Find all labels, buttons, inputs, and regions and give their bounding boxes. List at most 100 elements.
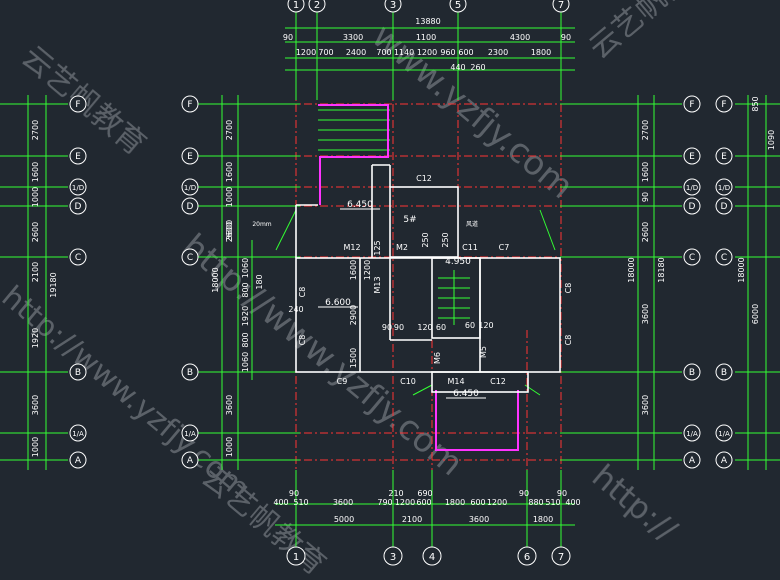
dim-text: 3600 xyxy=(641,304,650,324)
dim-text: 3300 xyxy=(343,33,363,42)
dim-text: 880 xyxy=(528,498,543,507)
walls xyxy=(295,164,561,393)
dim-text: 600 xyxy=(458,48,473,57)
dim-text: 700 xyxy=(318,48,333,57)
axis-label: 6 xyxy=(524,552,530,563)
dim-text: 1090 xyxy=(767,130,776,150)
dim-text: 18000 xyxy=(627,257,636,282)
dim-text: 1800 xyxy=(445,498,465,507)
dim-text: 90 xyxy=(519,489,529,498)
dim-text: 120 xyxy=(478,321,493,330)
dim-text: 700 xyxy=(376,48,391,57)
axis-label: B xyxy=(689,368,695,378)
dim-text: 1600 xyxy=(349,260,358,280)
dim-text: 90 xyxy=(394,323,404,332)
axis-label: 1/A xyxy=(184,430,196,438)
dim-text: 1000 xyxy=(31,187,40,207)
axis-label: 5 xyxy=(455,0,461,11)
window-label: C8 xyxy=(564,335,573,346)
window-label: C9 xyxy=(337,377,348,386)
door-label: M5 xyxy=(479,346,488,358)
watermark-text: 云艺帆教育 xyxy=(583,0,720,66)
axis-label: C xyxy=(75,253,81,263)
dim-text: 1600 xyxy=(31,162,40,182)
axis-label: 1/A xyxy=(72,430,84,438)
door-label: M6 xyxy=(433,352,442,364)
dim-text: 2700 xyxy=(225,120,234,140)
axis-label: A xyxy=(187,456,194,466)
dim-text: 90 xyxy=(557,489,567,498)
window-label: C8 xyxy=(298,335,307,346)
dim-text: 1200 xyxy=(487,498,507,507)
watermark-text: http:// xyxy=(585,457,685,549)
axis-label: 7 xyxy=(558,0,564,11)
window-label: C7 xyxy=(499,243,510,252)
axis-labels-right: F F E E 1/D 1/D D D C C B B 1/A 1/A A A xyxy=(686,100,730,466)
dim-total-top: 13880 xyxy=(415,17,440,26)
dim-text: 1200 xyxy=(296,48,316,57)
axis-label: A xyxy=(75,456,82,466)
dim-text: 510 xyxy=(293,498,308,507)
dim-text: 1000 xyxy=(225,437,234,457)
dim-text: 18180 xyxy=(657,257,666,282)
dims-inner: 1600 1200 2900 1500 240 90 90 120 60 120… xyxy=(255,232,494,368)
axis-label: 1 xyxy=(293,0,299,11)
axis-label: D xyxy=(721,202,728,212)
axis-label: E xyxy=(75,152,81,162)
dims-left: 2700 1600 1000 2600 3600 3600 1000 18000… xyxy=(211,120,250,457)
note-label: 风道 xyxy=(466,220,478,228)
dim-text: 260 xyxy=(470,63,485,72)
dims-far-right: 850 1090 6000 18000 xyxy=(737,96,776,324)
dim-text: 4300 xyxy=(510,33,530,42)
axis-label: D xyxy=(187,202,194,212)
watermark-text: http://www.yzfjy.com xyxy=(0,279,256,506)
dim-text: 2100 xyxy=(31,262,40,282)
axis-bubbles-left xyxy=(69,95,199,469)
dim-text: 1200 xyxy=(417,48,437,57)
dim-text: 18000 xyxy=(737,257,746,282)
elevation-label: 6.450 xyxy=(453,389,479,399)
axis-bubbles-bottom xyxy=(286,546,571,566)
axis-label: 1/D xyxy=(686,184,698,192)
axis-label: A xyxy=(689,456,696,466)
axis-label: B xyxy=(75,368,81,378)
dim-text: 850 xyxy=(751,96,760,111)
axis-bubbles-top xyxy=(287,0,570,13)
axis-label: E xyxy=(721,152,727,162)
axis-bubbles-right xyxy=(683,95,733,469)
axis-label: 1/D xyxy=(72,184,84,192)
dim-text: 2700 xyxy=(641,120,650,140)
axis-label: C xyxy=(721,253,727,263)
dim-text: 90 xyxy=(382,323,392,332)
window-label: C8 xyxy=(298,287,307,298)
dims-top: 13880 90 3300 1100 4300 90 1200 700 2400… xyxy=(283,17,571,72)
window-label: C12 xyxy=(416,174,432,183)
axis-label: F xyxy=(75,100,80,110)
axis-label: F xyxy=(721,100,726,110)
dim-text: 90 xyxy=(561,33,571,42)
dim-text: 1000 xyxy=(225,187,234,207)
dim-text: 3600 xyxy=(641,395,650,415)
dim-text: 180 xyxy=(255,274,264,289)
dim-text: 3600 xyxy=(333,498,353,507)
dimension-lines xyxy=(0,12,780,548)
dim-text: 90 xyxy=(641,192,650,202)
dim-text: 1800 xyxy=(531,48,551,57)
axis-label: D xyxy=(75,202,82,212)
window-label: C12 xyxy=(490,377,506,386)
dim-text: 960 xyxy=(440,48,455,57)
dim-text: 2900 xyxy=(349,305,358,325)
dim-text: 790 xyxy=(377,498,392,507)
axis-label: 7 xyxy=(558,552,564,563)
window-label: C8 xyxy=(564,283,573,294)
dim-text: 3600 xyxy=(469,515,489,524)
elevation-label: 6.600 xyxy=(325,298,351,308)
dim-text: 440 xyxy=(450,63,465,72)
door-label: M14 xyxy=(447,377,464,386)
axis-label: 3 xyxy=(390,552,396,563)
door-label: M2 xyxy=(396,243,408,252)
dim-text: 2600 xyxy=(225,222,234,242)
dim-text: 250 xyxy=(441,232,450,247)
window-label: C11 xyxy=(462,243,478,252)
